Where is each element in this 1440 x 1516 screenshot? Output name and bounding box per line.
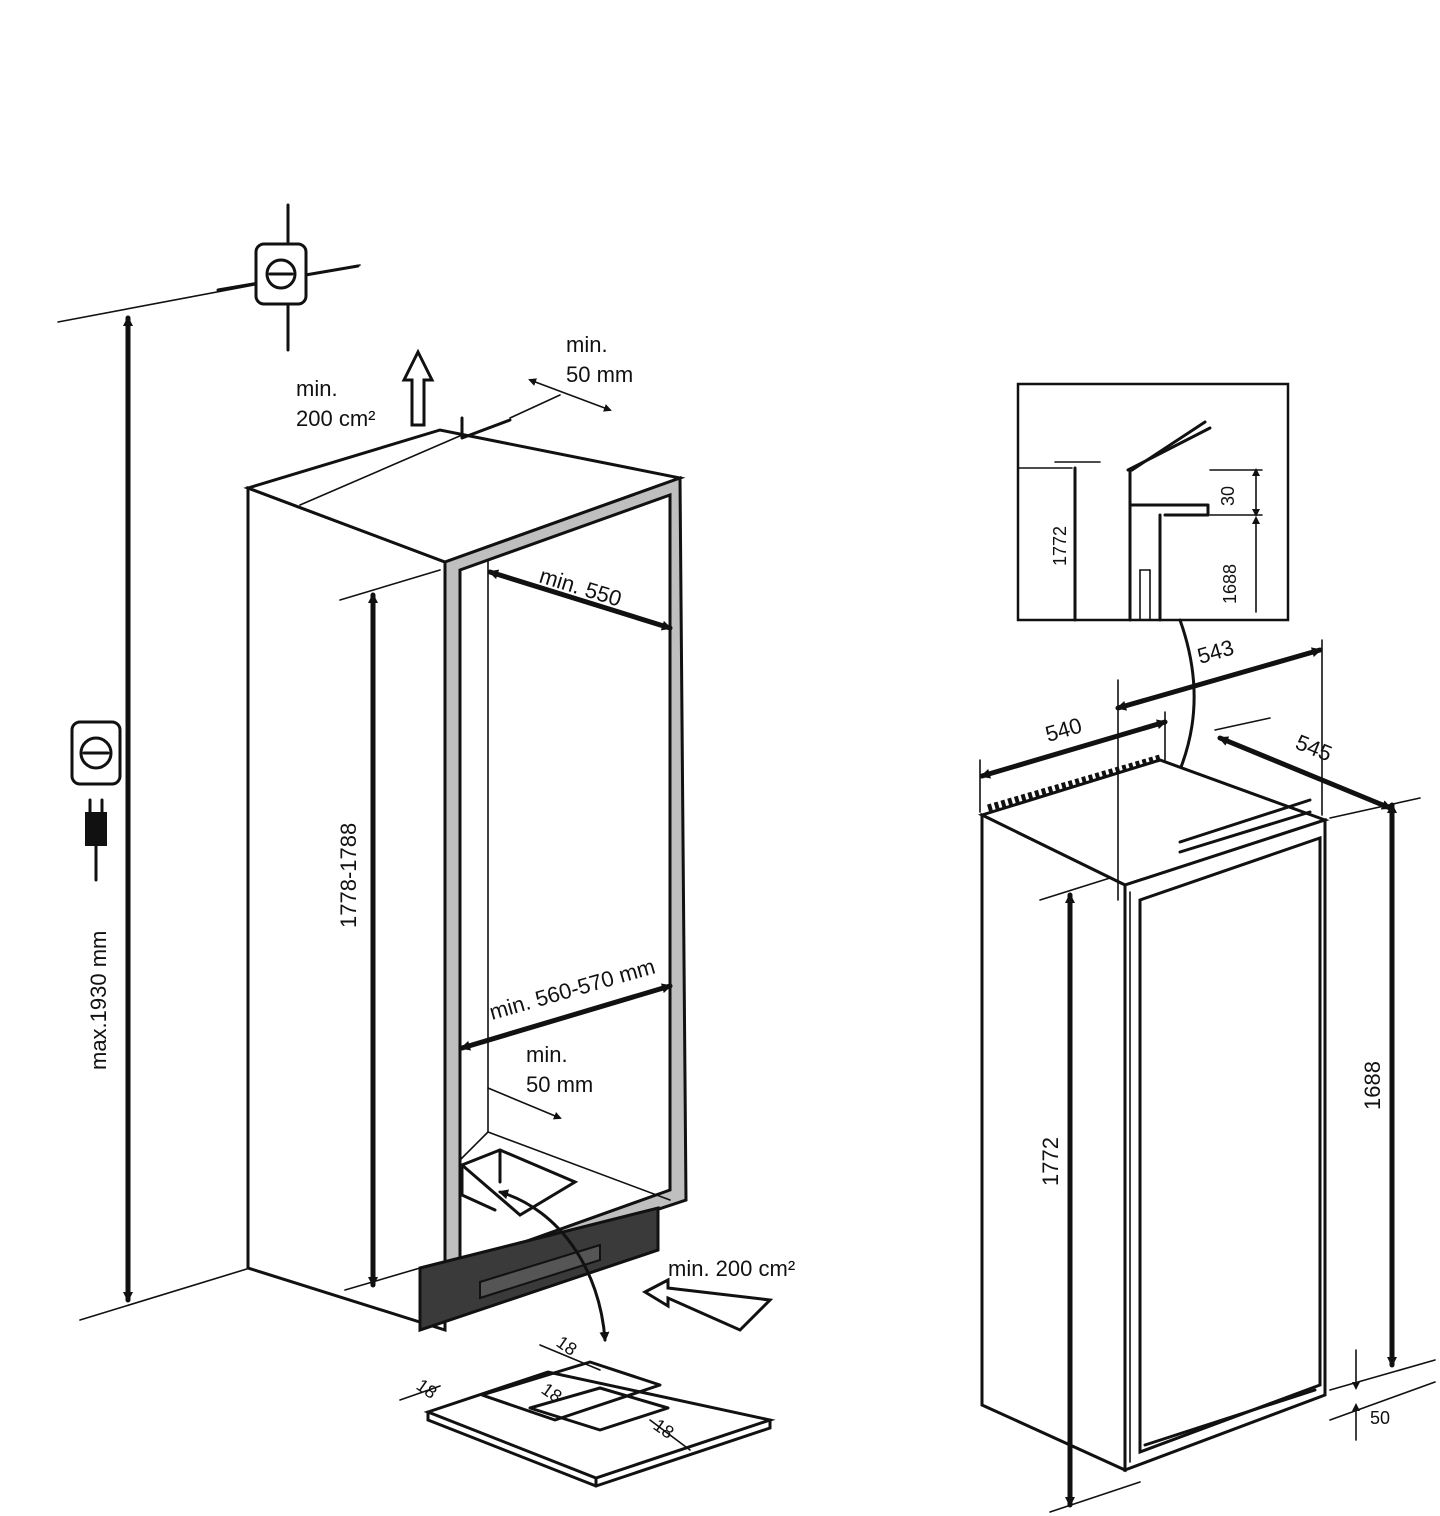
rear-gap-arrow [528,378,612,412]
top-vent-label-1: min. [296,376,338,401]
bottom-vent-arrow [641,1277,774,1332]
base-plate-detail: 18 18 18 18 [399,1332,776,1488]
base-plate-edge-right [594,1426,772,1488]
max-height-label: max.1930 mm [86,931,111,1070]
ceiling-outlet-icon [216,203,360,352]
dim-545-ext [1214,717,1271,731]
niche-cabinet: max.1930 mm 1778-1788 min. 550 min. 560-… [57,203,795,1342]
height-label: 1772 [1038,1137,1063,1186]
width-top-label: 543 [1194,635,1236,669]
plate-dim-b: 18 [553,1332,581,1360]
top-vent-label-2: 200 cm² [296,406,375,431]
top-vent-arrow [401,348,435,427]
dim-545-line [1217,735,1393,811]
inner-height-label: 1778-1788 [336,823,361,928]
inner-height-ext-top [339,569,441,601]
detail-pointer-arrow [498,1189,610,1342]
detail-gap-label: 30 [1218,486,1238,506]
plate-dim-a: 18 [413,1375,441,1403]
door-height-label: 1688 [1360,1061,1385,1110]
detail-hinge [1128,468,1210,517]
lower-gap-label-2: 50 mm [526,1072,593,1097]
lower-gap-arrow [487,1087,562,1120]
dim-540-line [979,719,1168,779]
dim-1688-ext-bottom [1329,1359,1436,1391]
depth-label: 545 [1292,729,1335,766]
wall-socket-icon [70,720,122,786]
interior-floor-corner [459,1131,489,1161]
door-bottom-edge [1143,1388,1317,1447]
base-plate-edge-front [426,1418,598,1488]
lower-gap-label-1: min. [526,1042,568,1067]
detail-inner-label: 1688 [1220,564,1240,604]
detail-height-label: 1772 [1050,526,1070,566]
cabinet-rear-strip [460,416,512,440]
width-dimension-line [459,983,673,1051]
rear-gap-label-2: 50 mm [566,362,633,387]
floor-reference-line [79,1267,251,1321]
appliance: 1772 30 1688 543 540 545 [977,382,1436,1513]
cabinet-opening [458,492,672,1268]
dim-1688-ext-top [1329,797,1421,819]
cable-recess-edge [460,1163,497,1212]
rear-gap-label-1: min. [566,332,608,357]
dim-1772-ext-top [1039,877,1111,901]
base-plate-cutout-inner [528,1386,670,1432]
inner-height-ext-bottom [344,1267,421,1291]
detail-inset-box [1016,382,1290,622]
bottom-vent-label: min. 200 cm² [668,1256,795,1281]
cabinet-top-edge [299,434,463,506]
depth-dimension-line [487,569,673,631]
detail-hinge-arm-2 [1126,426,1212,472]
plate-dim-a-line [399,1385,441,1401]
width-label: 540 [1042,713,1084,747]
plinth-label: 50 [1370,1408,1390,1428]
plate-dim-d-line [649,1419,691,1451]
base-plate-cutout-outer [480,1360,662,1422]
plug-icon [85,798,107,882]
interior-floor-edge [487,1131,671,1201]
dim-1772-ext-bottom [1049,1481,1141,1513]
plate-dim-b-line [539,1344,601,1371]
rear-gap-ext-1 [509,394,561,419]
hinge-plate-2 [1178,810,1312,854]
dim-543-line [1115,647,1323,711]
dim-50-ext-bottom [1329,1381,1436,1421]
appliance-door [1138,835,1322,1455]
